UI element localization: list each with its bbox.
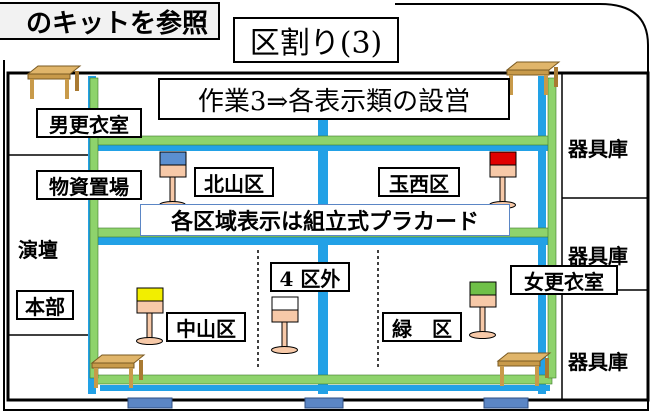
table-icon [26, 65, 82, 99]
room-label-mens-locker: 男更衣室 [36, 108, 142, 138]
table-icon [496, 352, 552, 386]
table-icon [90, 354, 146, 388]
district-label-outside-4: 4 区外 [270, 262, 350, 292]
placard-tamanishi-icon [489, 151, 517, 209]
room-label-stage: 演壇 [18, 238, 58, 262]
room-label-storage-1: 器具庫 [568, 137, 628, 161]
blue-line [318, 112, 328, 394]
blue-line [96, 235, 552, 245]
door-panel [127, 397, 173, 409]
placard-nakayama-icon [136, 287, 164, 345]
placard-kitayama-icon [159, 151, 187, 209]
reference-tab: のキットを参照 [0, 2, 220, 40]
table-icon [505, 61, 561, 95]
task-title: 作業3⇒各表示類の設営 [158, 78, 510, 120]
district-label-midori: 緑 区 [382, 312, 462, 342]
room-label-headquarters: 本部 [16, 290, 74, 320]
room-label-storage-2: 器具庫 [568, 244, 628, 268]
placard-outside-icon [271, 296, 299, 354]
door-panel [304, 397, 344, 409]
district-label-nakayama: 中山区 [166, 312, 246, 342]
green-line [95, 135, 553, 146]
placard-midori-icon [469, 281, 497, 339]
district-label-tamanishi: 玉西区 [378, 167, 460, 197]
blue-line [100, 385, 550, 391]
placard-note: 各区域表示は組立式プラカード [140, 204, 510, 236]
room-label-womens-locker: 女更衣室 [510, 265, 618, 295]
section-title: 区割り(3) [233, 17, 399, 63]
green-line [95, 374, 553, 385]
district-label-kitayama: 北山区 [194, 167, 274, 197]
blue-line [96, 141, 552, 151]
room-label-supply-area: 物資置場 [36, 170, 142, 200]
green-line [547, 77, 557, 379]
room-label-storage-3: 器具庫 [568, 350, 628, 374]
door-panel [483, 397, 529, 409]
